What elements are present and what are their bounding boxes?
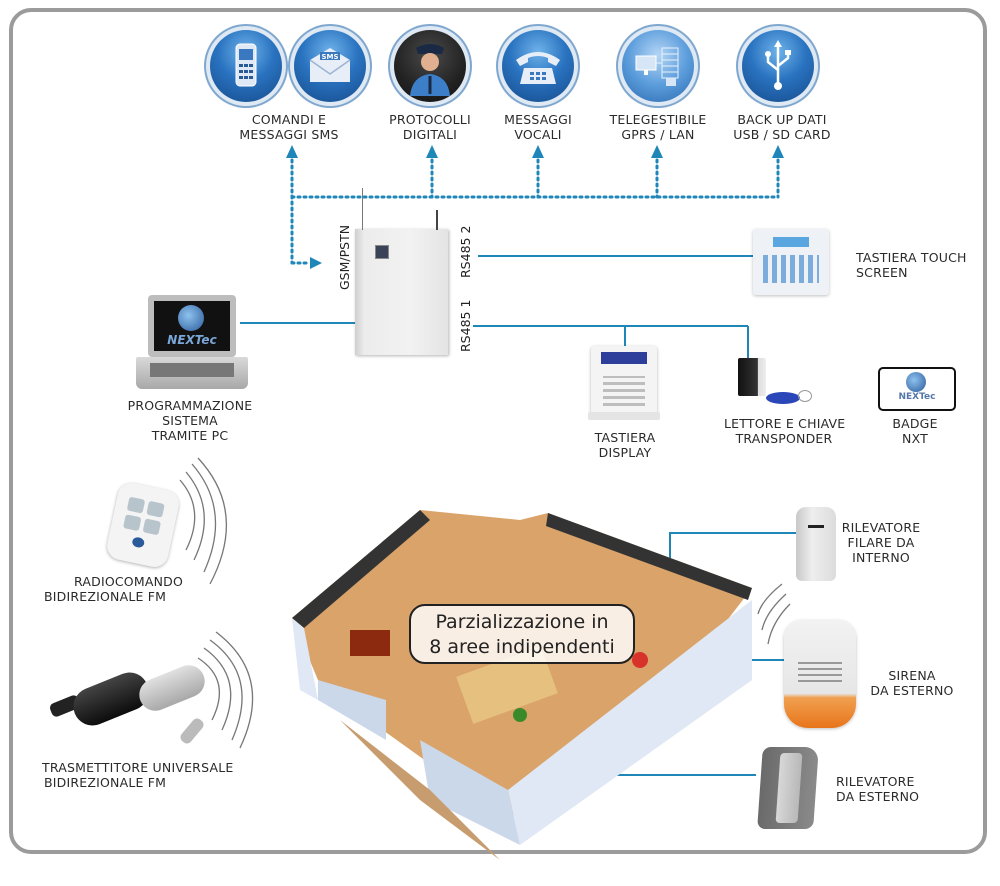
label-line: FILARE DA bbox=[847, 535, 915, 550]
label-line: DA ESTERNO bbox=[870, 683, 954, 698]
label-display-keypad: TASTIERA DISPLAY bbox=[580, 430, 670, 460]
label-line: MESSAGGI bbox=[504, 112, 572, 127]
label-line: SIRENA bbox=[888, 668, 936, 683]
telephone-icon bbox=[502, 30, 574, 102]
label-universal-transmitter: TRASMETTITORE UNIVERSALE BIDIREZIONALE F… bbox=[42, 760, 233, 790]
caption-line: Parzializzazione in bbox=[435, 611, 609, 633]
label-line: DIGITALI bbox=[402, 127, 458, 142]
house-wall bbox=[508, 600, 752, 845]
label-indoor-detector: RILEVATORE FILARE DA INTERNO bbox=[836, 520, 926, 565]
label-siren: SIRENA DA ESTERNO bbox=[860, 668, 964, 698]
label-outdoor-detector: RILEVATORE DA ESTERNO bbox=[836, 774, 919, 804]
wireless-waves-transmitter bbox=[197, 631, 254, 749]
label-line: MESSAGGI SMS bbox=[239, 127, 339, 142]
label-backup: BACK UP DATI USB / SD CARD bbox=[720, 112, 844, 142]
label-line: COMANDI E bbox=[251, 112, 327, 127]
arrow-heads bbox=[286, 145, 784, 269]
keypad-stand-icon bbox=[588, 412, 660, 420]
wire-indoor-detector bbox=[669, 532, 796, 566]
label-transponder: LETTORE E CHIAVE TRANSPONDER bbox=[724, 416, 846, 446]
label-voice: MESSAGGI VOCALI bbox=[483, 112, 593, 142]
label-line: RADIOCOMANDO bbox=[74, 574, 183, 589]
label-line: SISTEMA bbox=[162, 413, 218, 428]
laptop-icon: NEXTec bbox=[148, 295, 236, 357]
house-bed bbox=[350, 630, 390, 656]
pc-brand-logo: NEXTec bbox=[167, 333, 217, 347]
control-panel bbox=[355, 229, 448, 355]
antenna-icon bbox=[436, 210, 438, 230]
label-badge: BADGE NXT bbox=[870, 416, 960, 446]
label-line: BIDIREZIONALE FM bbox=[44, 589, 167, 604]
display-keypad-icon bbox=[591, 346, 657, 414]
arrow-up-remote bbox=[651, 145, 663, 158]
label-line: SCREEN bbox=[856, 265, 908, 280]
label-line: BACK UP DATI bbox=[737, 112, 827, 127]
label-pc: PROGRAMMAZIONE SISTEMA TRAMITE PC bbox=[110, 398, 270, 443]
siren-icon bbox=[784, 620, 856, 728]
label-line: PROTOCOLLI bbox=[389, 112, 471, 127]
arrow-up-digital bbox=[426, 145, 438, 158]
dotted-bus bbox=[290, 158, 780, 265]
label-line: RILEVATORE bbox=[841, 520, 921, 535]
label-line: TASTIERA TOUCH bbox=[856, 250, 967, 265]
label-line: NXT bbox=[902, 431, 928, 446]
laptop-keyboard-icon bbox=[136, 357, 248, 389]
house-rug bbox=[456, 646, 558, 724]
label-line: TRASMETTITORE UNIVERSALE bbox=[42, 760, 234, 775]
label-line: GPRS / LAN bbox=[621, 127, 695, 142]
wireless-waves-remote bbox=[179, 457, 227, 585]
label-line: DISPLAY bbox=[598, 445, 652, 460]
house-wall bbox=[420, 740, 520, 845]
indoor-detector-icon bbox=[796, 507, 836, 581]
house-wall-top bbox=[292, 510, 430, 628]
label-line: BIDIREZIONALE FM bbox=[44, 775, 167, 790]
keyring-icon bbox=[798, 390, 812, 402]
arrow-up-backup bbox=[772, 145, 784, 158]
outdoor-detector-icon bbox=[757, 747, 819, 829]
label-remote: TELEGESTIBILE GPRS / LAN bbox=[596, 112, 720, 142]
sms-badge-text: SMS bbox=[321, 53, 338, 61]
house-wall-top bbox=[546, 513, 752, 600]
house-wall bbox=[318, 680, 386, 740]
arrow-right-gsm bbox=[310, 257, 322, 269]
sms-envelope-icon: SMS bbox=[294, 30, 366, 102]
mobile-phone-icon bbox=[210, 30, 282, 102]
label-line: TRAMITE PC bbox=[151, 428, 229, 443]
badge-icon: NEXTec bbox=[878, 367, 956, 411]
label-line: TASTIERA bbox=[594, 430, 656, 445]
label-line: RILEVATORE bbox=[836, 774, 915, 789]
panel-display-icon bbox=[375, 245, 389, 259]
house-wall bbox=[292, 618, 318, 700]
house-balcony bbox=[340, 720, 500, 860]
arrow-up-voice bbox=[532, 145, 544, 158]
network-icon bbox=[622, 30, 694, 102]
house-plant bbox=[513, 708, 527, 722]
label-line: TRANSPONDER bbox=[735, 431, 833, 446]
touch-keypad-icon bbox=[753, 229, 829, 295]
usb-icon bbox=[742, 30, 814, 102]
house-caption: Parzializzazione in 8 aree indipendenti bbox=[409, 604, 635, 664]
label-line: TELEGESTIBILE bbox=[609, 112, 707, 127]
wireless-waves-siren bbox=[757, 583, 791, 645]
label-line: INTERNO bbox=[852, 550, 910, 565]
label-line: PROGRAMMAZIONE bbox=[127, 398, 253, 413]
house-chair bbox=[632, 652, 648, 668]
label-line: USB / SD CARD bbox=[733, 127, 831, 142]
label-remote-control: RADIOCOMANDO BIDIREZIONALE FM bbox=[44, 574, 183, 604]
arrow-up-sms bbox=[286, 145, 298, 158]
caption-line: 8 aree indipendenti bbox=[429, 636, 615, 658]
antenna-icon bbox=[362, 188, 363, 230]
security-guard-icon bbox=[394, 30, 466, 102]
label-line: BADGE bbox=[892, 416, 938, 431]
label-line: VOCALI bbox=[514, 127, 562, 142]
transponder-key-icon bbox=[766, 392, 800, 404]
label-sms: COMANDI E MESSAGGI SMS bbox=[224, 112, 354, 142]
label-line: LETTORE E CHIAVE bbox=[724, 416, 846, 431]
label-digital: PROTOCOLLI DIGITALI bbox=[370, 112, 490, 142]
transponder-reader-icon bbox=[738, 358, 766, 396]
badge-brand-logo: NEXTec bbox=[898, 392, 936, 402]
label-line: DA ESTERNO bbox=[836, 789, 920, 804]
label-touch-keypad: TASTIERA TOUCH SCREEN bbox=[856, 250, 967, 280]
